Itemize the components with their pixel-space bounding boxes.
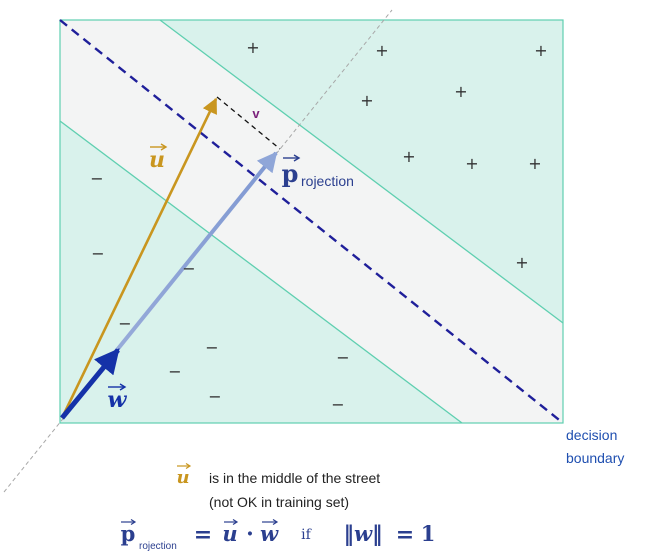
w-label: w bbox=[108, 383, 128, 413]
plus-mark: + bbox=[515, 253, 528, 272]
w-vector bbox=[60, 348, 120, 420]
plus-mark: + bbox=[534, 41, 547, 60]
u-label-text: u bbox=[149, 147, 165, 173]
formula-p: p bbox=[121, 521, 136, 546]
formula-equals: = bbox=[194, 522, 212, 548]
formula-dot: · bbox=[246, 521, 254, 547]
v-label: v bbox=[252, 106, 260, 121]
formula-norm-one: 1 bbox=[421, 521, 436, 546]
negative-gutter-line bbox=[59, 120, 463, 424]
decision-boundary-line bbox=[59, 19, 564, 424]
caption-u-arrow-head-icon bbox=[185, 462, 192, 470]
w-label-arrow-head-icon bbox=[119, 383, 127, 391]
formula-w: w bbox=[260, 521, 279, 546]
caption-u-symbol: u bbox=[176, 467, 189, 488]
formula-p-subscript: rojection bbox=[139, 541, 177, 552]
projection-label-subscript: rojection bbox=[301, 173, 354, 189]
minus-mark: − bbox=[168, 362, 181, 381]
plus-mark: + bbox=[454, 82, 467, 101]
formula-u: u bbox=[222, 521, 237, 546]
formula-w-arrow-head-icon bbox=[272, 518, 279, 526]
projection-formula: p rojection = u · w if ‖w‖ = 1 bbox=[121, 518, 436, 552]
caption-line1: is in the middle of the street bbox=[209, 470, 380, 486]
minus-mark: − bbox=[208, 387, 221, 406]
projection-label-main: p bbox=[282, 159, 299, 188]
projection-label: p rojection bbox=[282, 154, 354, 189]
formula-u-arrow-head-icon bbox=[232, 518, 239, 526]
v-connector bbox=[216, 96, 281, 150]
positive-samples: + + + + + + + + + bbox=[246, 38, 547, 272]
decision-boundary-label-line2: boundary bbox=[566, 450, 624, 466]
caption: u is in the middle of the street (not OK… bbox=[176, 462, 380, 510]
decision-boundary-label-line1: decision bbox=[566, 427, 617, 443]
u-vector bbox=[60, 97, 218, 419]
plus-mark: + bbox=[375, 41, 388, 60]
minus-mark: − bbox=[91, 244, 104, 263]
formula-if: if bbox=[301, 527, 312, 543]
formula-norm-equals: = bbox=[396, 522, 414, 548]
negative-samples: − − − − − − − − − bbox=[90, 169, 349, 414]
plus-mark: + bbox=[528, 154, 541, 173]
minus-mark: − bbox=[182, 259, 195, 278]
minus-mark: − bbox=[118, 314, 131, 333]
minus-mark: − bbox=[331, 395, 344, 414]
caption-line2: (not OK in training set) bbox=[209, 494, 349, 510]
formula-norm: ‖w‖ bbox=[343, 521, 382, 546]
plot-frame bbox=[59, 19, 564, 424]
u-label-arrow-head-icon bbox=[160, 143, 168, 151]
plus-mark: + bbox=[465, 154, 478, 173]
formula-p-arrow-head-icon bbox=[130, 518, 137, 526]
u-label: u bbox=[149, 143, 168, 173]
minus-mark: − bbox=[90, 169, 103, 188]
plus-mark: + bbox=[360, 91, 373, 110]
minus-mark: − bbox=[336, 348, 349, 367]
minus-mark: − bbox=[205, 338, 218, 357]
projection-label-arrow-head-icon bbox=[293, 154, 301, 162]
w-label-text: w bbox=[108, 387, 128, 413]
plus-mark: + bbox=[402, 147, 415, 166]
positive-gutter-line bbox=[159, 19, 564, 324]
plus-mark: + bbox=[246, 38, 259, 57]
